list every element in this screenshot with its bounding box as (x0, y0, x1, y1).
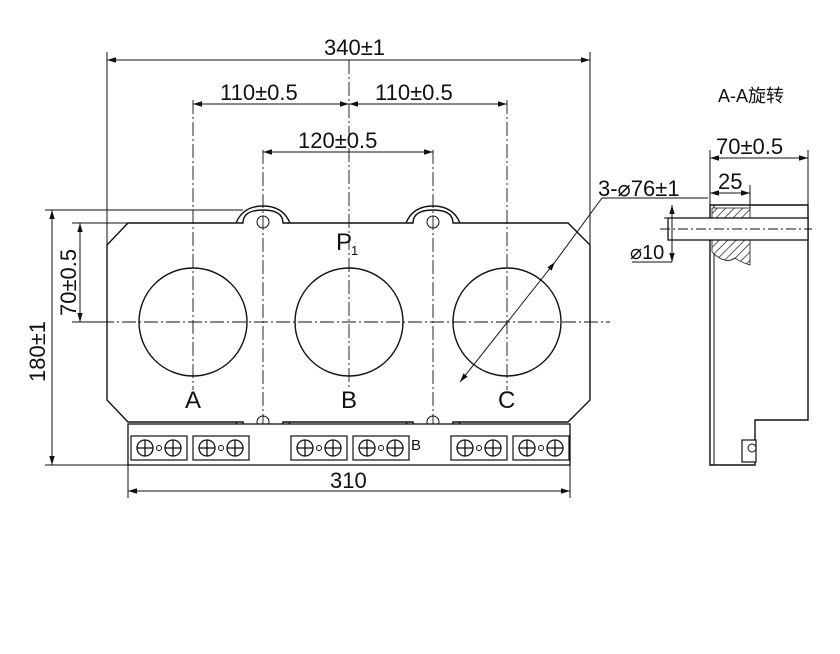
section-title: A-A旋转 (718, 86, 784, 106)
hole-leader-diag (554, 197, 603, 263)
terminal-pair-3 (290, 435, 348, 461)
terminal-pair-5 (450, 435, 508, 461)
dim-left-spacing: 110±0.5 (220, 80, 298, 105)
dim-bar-diameter: ⌀10 (630, 242, 664, 264)
dim-bar-width: 25 (718, 169, 742, 194)
dim-overall-width: 340±1 (324, 35, 385, 60)
dim-right-spacing: 110±0.5 (375, 80, 453, 105)
dim-base-width: 310 (330, 468, 367, 493)
section-terminal-screw (747, 443, 757, 453)
phase-label-b: B (341, 387, 357, 414)
hole-leader-line (459, 261, 556, 383)
front-view: A B C P 1 B 340±1 110±0.5 110±0.5 120±0.… (25, 35, 708, 498)
p1-label: P (336, 229, 352, 256)
terminal-pair-6 (512, 435, 570, 461)
phase-label-c: C (498, 387, 515, 414)
terminal-pair-2 (192, 435, 250, 461)
terminal-pair-4 (352, 435, 410, 461)
phase-label-a: A (185, 387, 201, 414)
terminal-mark: B (411, 437, 421, 454)
dim-hole-callout: 3-⌀76±1 (598, 176, 680, 201)
section-view: A-A旋转 70±0.5 25 ⌀10 (630, 86, 812, 466)
terminal-pair-1 (130, 435, 188, 461)
dim-center-height: 70±0.5 (56, 249, 81, 316)
dim-overall-height: 180±1 (25, 321, 50, 382)
p1-subscript: 1 (351, 243, 358, 258)
dim-depth: 70±0.5 (716, 134, 783, 159)
dim-mount-spacing: 120±0.5 (298, 128, 377, 153)
